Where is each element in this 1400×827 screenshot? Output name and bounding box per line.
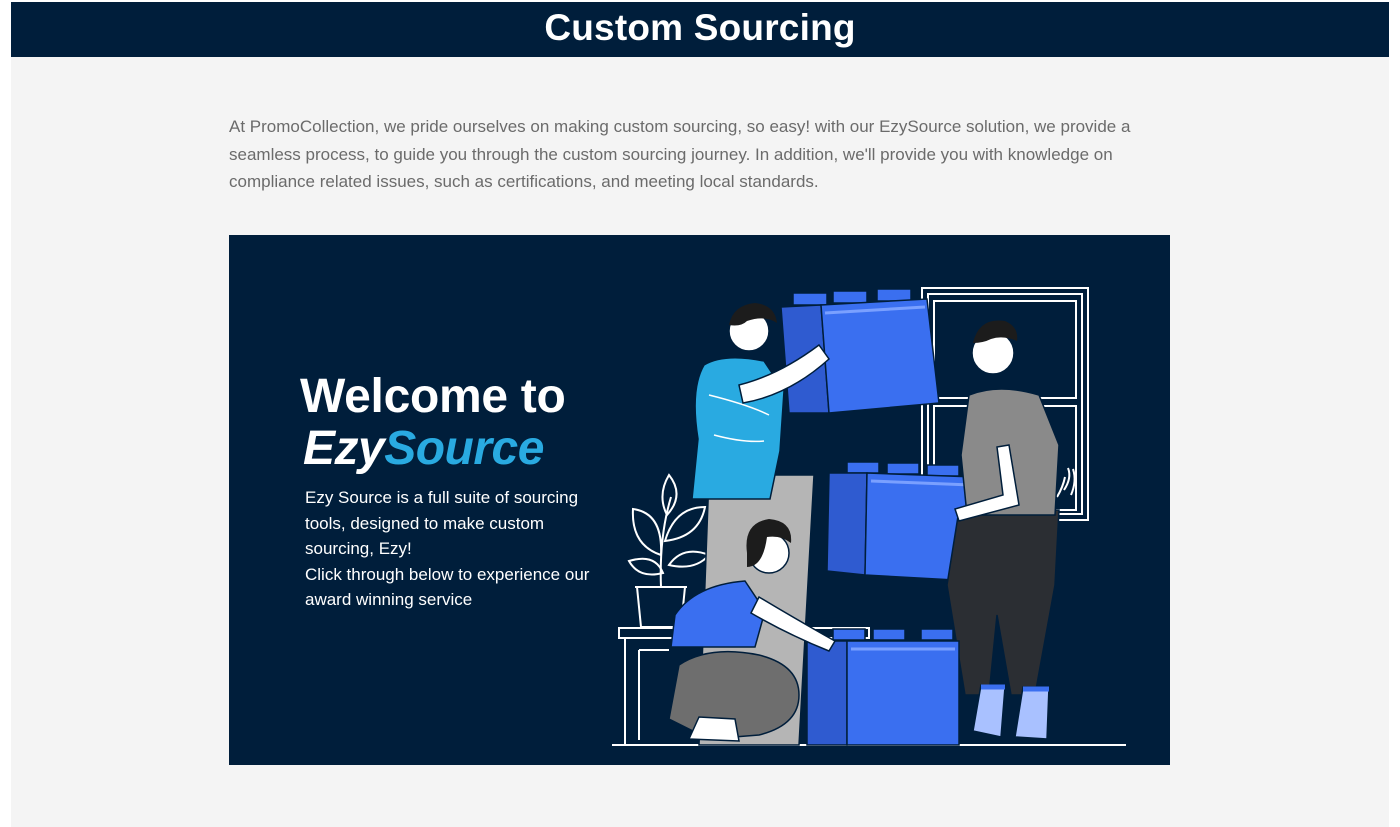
box-middle	[826, 461, 976, 582]
box-top	[780, 288, 940, 414]
intro-paragraph: At PromoCollection, we pride ourselves o…	[229, 117, 1131, 191]
welcome-heading: Welcome to	[300, 370, 566, 423]
banner-description: Ezy Source is a full suite of sourcing t…	[305, 485, 605, 613]
brand-name-source: Source	[384, 422, 544, 475]
banner-description-line-1: Ezy Source is a full suite of sourcing t…	[305, 488, 579, 558]
ezysource-banner[interactable]: Welcome to EzySource Ezy Source is a ful…	[229, 235, 1170, 765]
brand-name-ezy: Ezy	[303, 422, 385, 475]
page-title: Custom Sourcing	[544, 7, 856, 48]
box-bottom	[806, 628, 960, 746]
crouching-woman	[668, 519, 837, 742]
people-stacking-boxes-illustration	[612, 287, 1126, 746]
page-container: Custom Sourcing At PromoCollection, we p…	[11, 2, 1389, 827]
brand-name: EzySource	[303, 423, 544, 475]
man-with-gray-shirt	[946, 320, 1060, 740]
page-header: Custom Sourcing	[11, 2, 1389, 57]
banner-description-line-2: Click through below to experience our aw…	[305, 564, 590, 610]
